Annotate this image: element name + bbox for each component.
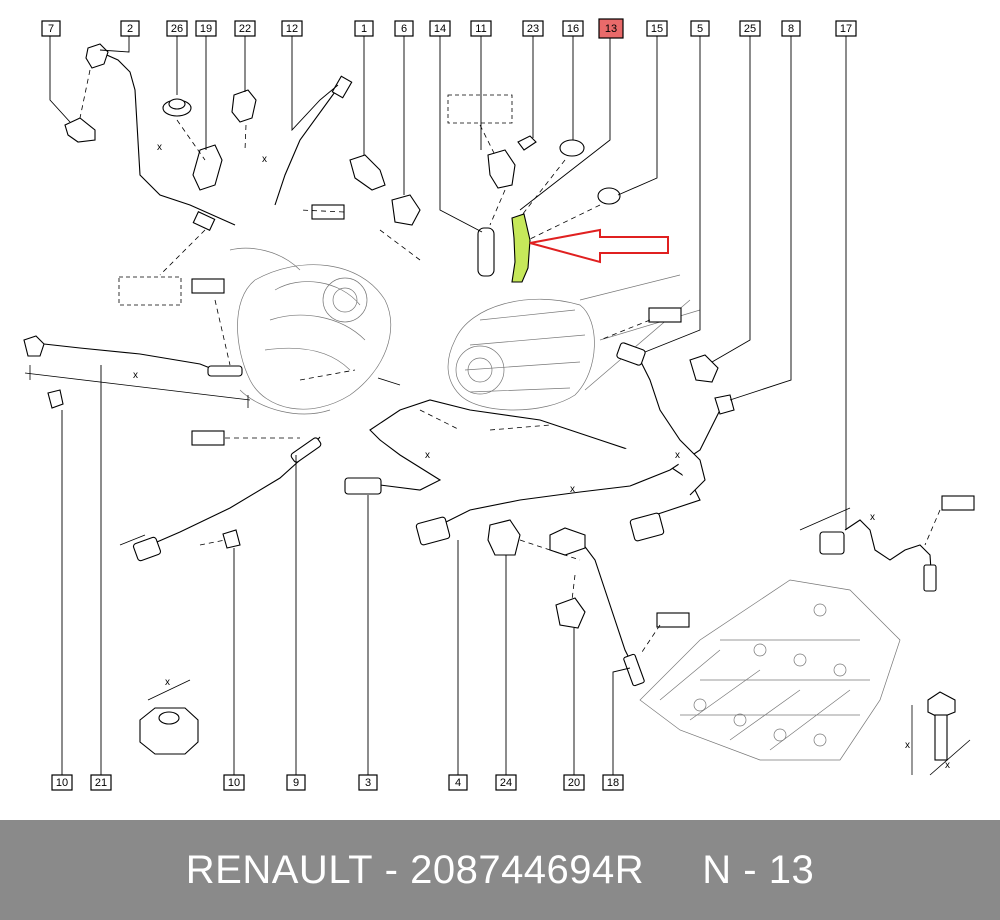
svg-text:10: 10 bbox=[56, 777, 68, 789]
part-number: 208744694R bbox=[410, 847, 645, 892]
callout-label: 7 bbox=[41, 20, 61, 37]
callout-label: 4 bbox=[448, 774, 468, 791]
svg-text:21: 21 bbox=[95, 777, 107, 789]
callout-label: 19 bbox=[195, 20, 217, 37]
alternator-outline bbox=[447, 274, 701, 411]
callout-label: 10 bbox=[51, 774, 73, 791]
callout-label: 16 bbox=[562, 20, 584, 37]
dimension-mark: x bbox=[905, 740, 910, 751]
svg-text:15: 15 bbox=[651, 23, 663, 35]
callout-label: 25 bbox=[739, 20, 761, 37]
svg-text:8: 8 bbox=[788, 23, 794, 35]
svg-text:17: 17 bbox=[840, 23, 852, 35]
svg-text:10: 10 bbox=[228, 777, 240, 789]
callout-label: 5 bbox=[690, 20, 710, 37]
callout-label-highlighted: 13 bbox=[598, 18, 624, 39]
callout-label: 6 bbox=[394, 20, 414, 37]
callout-label: 21 bbox=[90, 774, 112, 791]
cylinder-head-outline bbox=[639, 579, 901, 761]
svg-text:14: 14 bbox=[434, 23, 446, 35]
callout-label: 23 bbox=[522, 20, 544, 37]
svg-text:11: 11 bbox=[475, 23, 486, 35]
callout-label: 10 bbox=[223, 774, 245, 791]
dimension-mark: x bbox=[675, 450, 680, 461]
svg-text:25: 25 bbox=[744, 23, 756, 35]
svg-text:3: 3 bbox=[365, 777, 371, 789]
svg-text:1: 1 bbox=[361, 23, 367, 35]
callout-label: 22 bbox=[234, 20, 256, 37]
callouts-top: 7 2 26 19 22 12 1 6 14 11 23 16 13 15 5 … bbox=[41, 18, 857, 39]
callout-label: 12 bbox=[281, 20, 303, 37]
part-info-banner: RENAULT - 208744694R N - 13 bbox=[0, 820, 1000, 920]
engine-block-outline bbox=[229, 247, 392, 415]
callout-label: 2 bbox=[120, 20, 140, 37]
svg-text:13: 13 bbox=[605, 23, 617, 35]
svg-text:2: 2 bbox=[127, 23, 133, 35]
callout-label: 11 bbox=[470, 20, 492, 37]
svg-text:20: 20 bbox=[568, 777, 580, 789]
hose-part-13 bbox=[511, 213, 531, 283]
callout-label: 9 bbox=[286, 774, 306, 791]
svg-text:4: 4 bbox=[455, 777, 461, 789]
svg-text:12: 12 bbox=[286, 23, 298, 35]
dimension-mark: x bbox=[157, 142, 162, 153]
svg-text:24: 24 bbox=[500, 777, 512, 789]
callout-label: 3 bbox=[358, 774, 378, 791]
dimension-marks: x x x x x x x x x x bbox=[133, 142, 950, 771]
callout-label: 26 bbox=[166, 20, 188, 37]
svg-text:5: 5 bbox=[697, 23, 703, 35]
dimension-mark: x bbox=[945, 760, 950, 771]
svg-text:26: 26 bbox=[171, 23, 183, 35]
separator: - bbox=[373, 847, 411, 892]
exploded-parts-diagram: x x x x x x x x x x 7 2 26 19 22 12 1 6 … bbox=[23, 18, 975, 791]
assembly-dash-lines bbox=[79, 69, 941, 656]
callout-label: 14 bbox=[429, 20, 451, 37]
dimension-lines bbox=[24, 365, 971, 776]
callout-label: 15 bbox=[646, 20, 668, 37]
svg-text:19: 19 bbox=[200, 23, 212, 35]
svg-text:16: 16 bbox=[567, 23, 579, 35]
callouts-bottom: 10 21 10 9 3 4 24 20 18 bbox=[51, 774, 624, 791]
svg-text:7: 7 bbox=[48, 23, 54, 35]
callout-label: 8 bbox=[781, 20, 801, 37]
pointer-arrow bbox=[529, 228, 669, 264]
discrete-parts bbox=[47, 89, 956, 761]
dimension-mark: x bbox=[870, 512, 875, 523]
sensor-harnesses bbox=[23, 43, 937, 687]
dimension-mark: x bbox=[133, 370, 138, 381]
callout-label: 18 bbox=[602, 774, 624, 791]
callout-label: 17 bbox=[835, 20, 857, 37]
svg-text:23: 23 bbox=[527, 23, 539, 35]
brand-name: RENAULT bbox=[185, 847, 374, 892]
gap bbox=[644, 848, 702, 893]
reference-frames bbox=[118, 94, 513, 306]
dimension-mark: x bbox=[570, 484, 575, 495]
position-label: N - 13 bbox=[702, 847, 815, 892]
leader-lines bbox=[49, 36, 847, 775]
callout-label: 24 bbox=[495, 774, 517, 791]
callout-label: 1 bbox=[354, 20, 374, 37]
dimension-mark: x bbox=[262, 154, 267, 165]
dimension-mark: x bbox=[165, 677, 170, 688]
svg-text:22: 22 bbox=[239, 23, 251, 35]
svg-text:18: 18 bbox=[607, 777, 619, 789]
callout-label: 20 bbox=[563, 774, 585, 791]
svg-text:9: 9 bbox=[293, 777, 299, 789]
dimension-mark: x bbox=[425, 450, 430, 461]
svg-text:6: 6 bbox=[401, 23, 407, 35]
